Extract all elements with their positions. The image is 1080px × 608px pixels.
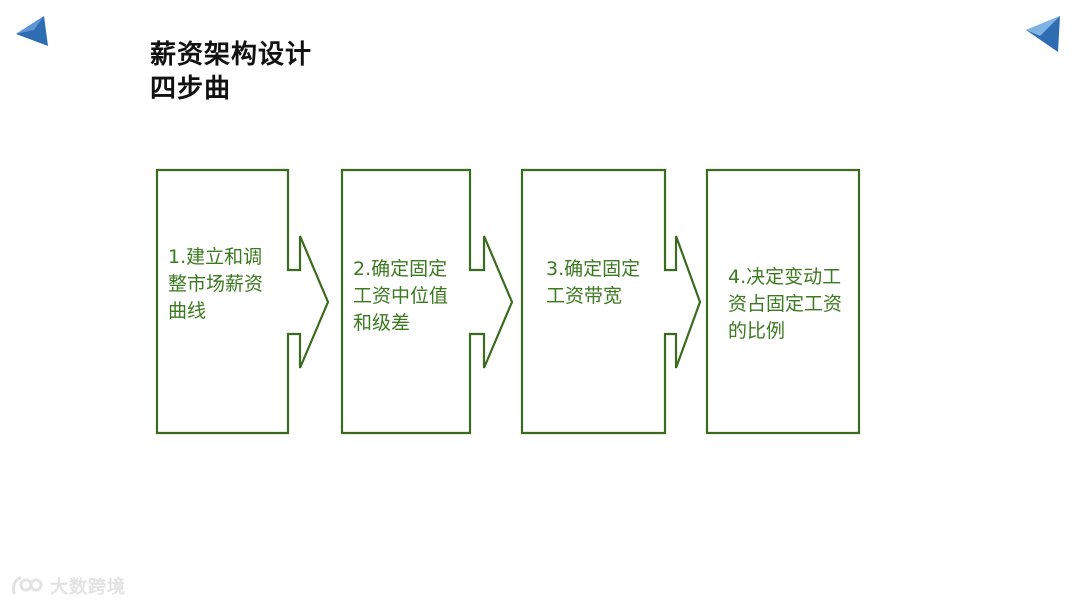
- corner-triangle-top-right-icon: [1026, 16, 1060, 52]
- step-1-label: 1.建立和调整市场薪资曲线: [168, 246, 264, 322]
- step-3-shape: [520, 168, 702, 435]
- step-2-shape: [340, 168, 514, 435]
- watermark-text: 大数跨境: [50, 577, 126, 598]
- step-3-label: 3.确定固定工资带宽: [546, 258, 641, 307]
- corner-triangle-top-left-icon: [16, 16, 48, 46]
- step-4-shape: [705, 168, 861, 435]
- watermark: 大数跨境: [10, 572, 126, 600]
- watermark-logo-icon: [12, 576, 43, 595]
- page-title-line-1: 薪资架构设计: [150, 40, 313, 70]
- step-1-shape: [155, 168, 330, 435]
- step-4-label: 4.决定变动工资占固定工资的比例: [728, 266, 843, 342]
- step-2-label: 2.确定固定工资中位值和级差: [353, 258, 449, 334]
- page-title: 薪资架构设计 四步曲: [150, 38, 312, 106]
- page-title-line-2: 四步曲: [150, 74, 232, 104]
